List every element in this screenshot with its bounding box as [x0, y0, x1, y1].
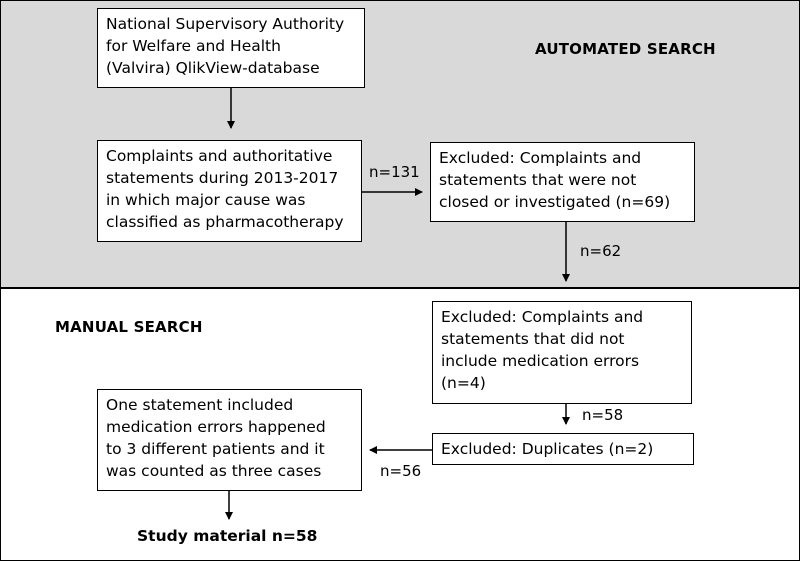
complaints-line: Complaints and authoritative: [106, 147, 333, 165]
complaints-line: statements during 2013-2017: [106, 169, 339, 187]
statement-cases-line: One statement included: [106, 396, 294, 414]
complaints-line: in which major cause was: [106, 191, 306, 209]
count-n56: n=56: [380, 462, 422, 480]
excluded-no-errors-line: statements that did not: [441, 330, 625, 348]
statement-cases-line: was counted as three cases: [106, 462, 322, 480]
count-n131: n=131: [369, 163, 420, 181]
count-n58: n=58: [582, 406, 624, 424]
excluded-not-closed-line: statements that were not: [439, 171, 637, 189]
automated-search-title: AUTOMATED SEARCH: [535, 40, 716, 58]
excluded-not-closed-box: Excluded: Complaints and statements that…: [430, 142, 695, 222]
statement-cases-line: medication errors happened: [106, 418, 326, 436]
source-line: National Supervisory Authority: [106, 15, 345, 33]
excluded-not-closed-line: Excluded: Complaints and: [439, 149, 642, 167]
count-n62: n=62: [580, 242, 622, 260]
statement-cases-line: to 3 different patients and it: [106, 440, 325, 458]
complaints-box: Complaints and authoritative statements …: [97, 140, 362, 242]
manual-search-title: MANUAL SEARCH: [55, 318, 203, 336]
excluded-not-closed-line: closed or investigated (n=69): [439, 193, 671, 211]
excluded-no-errors-line: Excluded: Complaints and: [441, 308, 644, 326]
study-material-result: Study material n=58: [137, 527, 318, 545]
source-box: National Supervisory Authority for Welfa…: [97, 8, 365, 88]
source-line: for Welfare and Health: [106, 37, 281, 55]
excluded-no-errors-box: Excluded: Complaints and statements that…: [432, 301, 692, 404]
statement-cases-box: One statement included medication errors…: [97, 389, 362, 491]
complaints-line: classified as pharmacotherapy: [106, 213, 344, 231]
excluded-no-errors-line: include medication errors: [441, 352, 640, 370]
source-line: (Valvira) QlikView-database: [106, 59, 320, 77]
excluded-no-errors-line: (n=4): [441, 374, 486, 392]
excluded-duplicates-line: Excluded: Duplicates (n=2): [441, 440, 654, 458]
excluded-duplicates-box: Excluded: Duplicates (n=2): [432, 433, 694, 465]
